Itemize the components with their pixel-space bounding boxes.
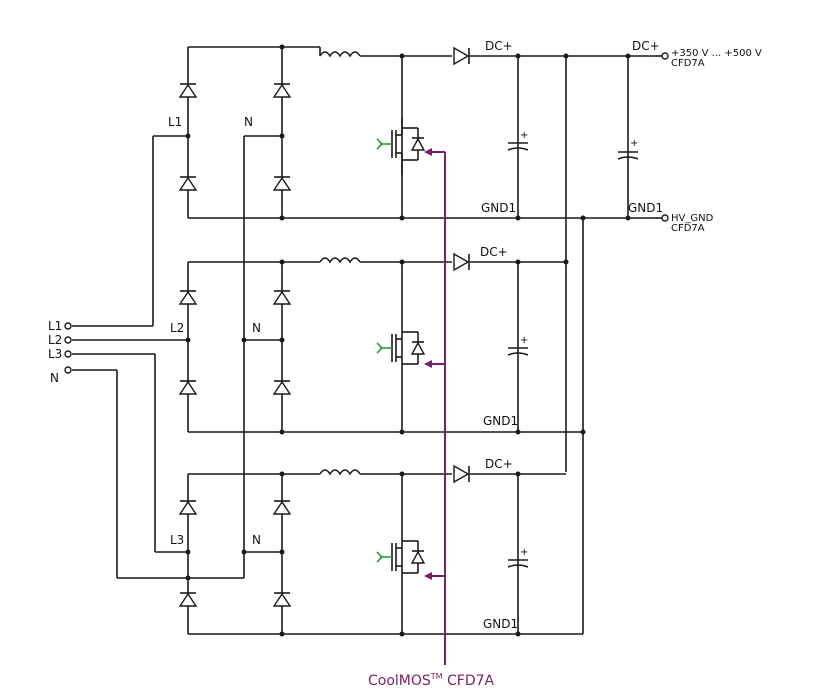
mosfet-icon bbox=[376, 540, 426, 574]
stage1-phase-label: L1 bbox=[168, 115, 182, 129]
cap-plus: + bbox=[520, 130, 528, 141]
diode-icon bbox=[178, 176, 198, 191]
input-l1-label: L1 bbox=[48, 319, 62, 333]
inductor-icon bbox=[319, 257, 361, 264]
gnd-terminal-icon bbox=[661, 214, 669, 222]
capacitor-icon bbox=[507, 559, 529, 568]
arrow-icon bbox=[424, 148, 432, 156]
boost-diode-icon bbox=[453, 464, 470, 484]
diode-icon bbox=[272, 290, 292, 305]
stage1-neutral-label: N bbox=[244, 115, 253, 129]
dc-plus-label: DC+ bbox=[480, 245, 508, 259]
stage2-neutral-label: N bbox=[252, 321, 261, 335]
stage3-neutral-label: N bbox=[252, 533, 261, 547]
output-dc-plus-label: DC+ bbox=[632, 39, 660, 53]
coolmos-label: CoolMOSTM CFD7A bbox=[368, 672, 495, 689]
boost-diode-icon bbox=[453, 252, 470, 272]
inductor-icon bbox=[319, 51, 361, 58]
capacitor-icon bbox=[507, 347, 529, 356]
input-l3-label: L3 bbox=[48, 347, 62, 361]
l3-terminal-icon bbox=[64, 350, 72, 358]
diode-icon bbox=[178, 592, 198, 607]
mosfet-icon bbox=[376, 331, 426, 365]
coolmos-annotation: CoolMOSTM CFD7A bbox=[368, 148, 495, 689]
diode-icon bbox=[178, 83, 198, 98]
dc-plus-label: DC+ bbox=[485, 39, 513, 53]
output-plus-type: CFD7A bbox=[671, 58, 705, 69]
output-voltage-range: +350 V ... +500 V bbox=[671, 48, 762, 59]
diode-icon bbox=[272, 380, 292, 395]
stage3-phase-label: L3 bbox=[170, 533, 184, 547]
stage2-phase-label: L2 bbox=[170, 321, 184, 335]
output-gnd1-label: GND1 bbox=[628, 201, 663, 215]
mosfet-icon bbox=[376, 118, 426, 175]
output-terminal-icon bbox=[661, 52, 669, 60]
gnd1-label: GND1 bbox=[483, 414, 518, 428]
dc-plus-label: DC+ bbox=[485, 457, 513, 471]
l2-terminal-icon bbox=[64, 336, 72, 344]
l1-terminal-icon bbox=[64, 322, 72, 330]
input-n-label: N bbox=[50, 371, 59, 385]
diode-icon bbox=[178, 380, 198, 395]
diode-icon bbox=[272, 83, 292, 98]
gnd1-label: GND1 bbox=[481, 201, 516, 215]
boost-diode-icon bbox=[453, 46, 470, 66]
diode-icon bbox=[272, 500, 292, 515]
capacitor-icon bbox=[507, 142, 529, 151]
arrow-icon bbox=[424, 572, 432, 580]
diode-icon bbox=[272, 176, 292, 191]
bulk-cap-plus: + bbox=[630, 138, 638, 149]
stage-1: + + DC+ DC+ +350 V ... +500 V CFD7A GND1… bbox=[153, 39, 762, 634]
inductor-icon bbox=[319, 469, 361, 476]
n-terminal-icon bbox=[64, 366, 72, 374]
arrow-icon bbox=[424, 360, 432, 368]
diode-icon bbox=[178, 290, 198, 305]
stage-3: + DC+ GND1 L3 N bbox=[155, 457, 583, 637]
bulk-capacitor-icon bbox=[617, 151, 639, 160]
hv-gnd-type: CFD7A bbox=[671, 223, 705, 234]
stage-2: + DC+ GND1 L2 N bbox=[72, 245, 586, 435]
cap-plus: + bbox=[520, 335, 528, 346]
diode-icon bbox=[272, 592, 292, 607]
diode-icon bbox=[178, 500, 198, 515]
gnd1-label: GND1 bbox=[483, 617, 518, 631]
cap-plus: + bbox=[520, 547, 528, 558]
hv-gnd-label: HV_GND bbox=[671, 213, 714, 224]
input-wiring: L1 L2 L3 N bbox=[48, 136, 247, 579]
input-l2-label: L2 bbox=[48, 333, 62, 347]
